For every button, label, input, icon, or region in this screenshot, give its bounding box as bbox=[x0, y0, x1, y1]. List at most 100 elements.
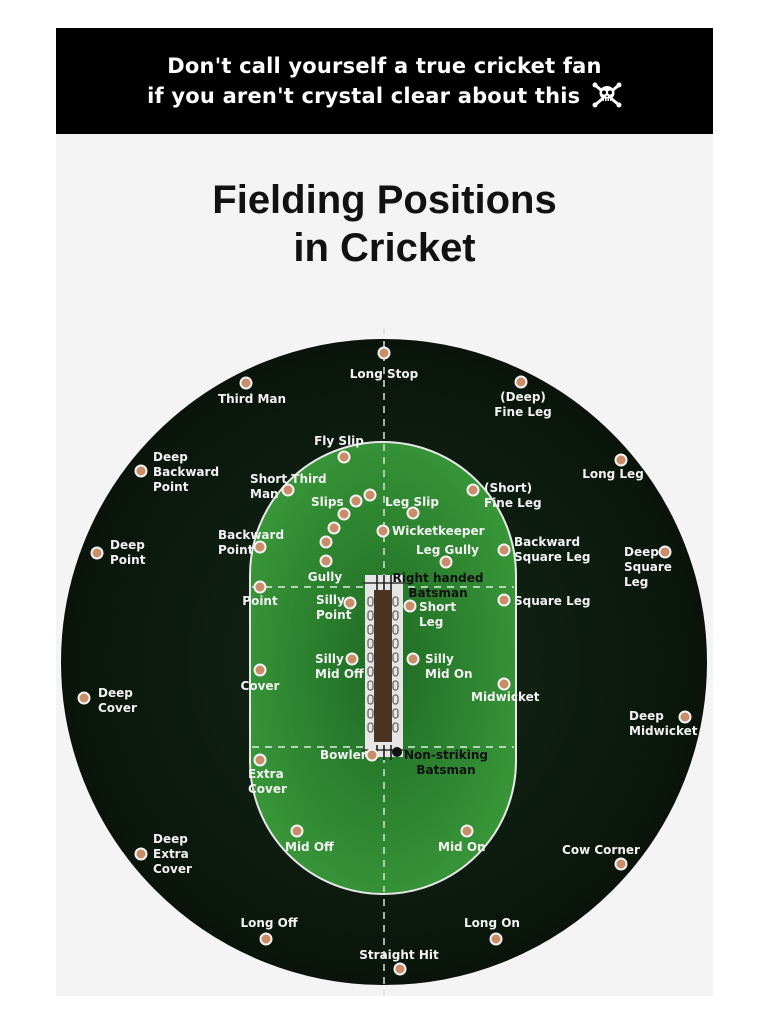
banner-line-2-text: if you aren't crystal clear about this bbox=[147, 84, 581, 108]
fielder-marker-cow-corner bbox=[614, 857, 628, 871]
fielder-marker-point bbox=[253, 580, 267, 594]
position-long-leg: Long Leg bbox=[582, 453, 644, 481]
fielder-marker-silly-mid-off bbox=[345, 652, 359, 666]
position-label-line: Point bbox=[242, 594, 278, 608]
fielder-marker-third-man bbox=[239, 376, 253, 390]
position-label-deep-fine-leg: (Deep)Fine Leg bbox=[494, 390, 552, 419]
position-label-line: Backward bbox=[153, 465, 219, 479]
non-striker-marker bbox=[392, 747, 402, 757]
position-label-line: Long Off bbox=[240, 916, 297, 930]
banner-line-2: if you aren't crystal clear about this bbox=[147, 81, 622, 111]
position-label-line: Leg bbox=[419, 615, 443, 629]
position-label-line: Point bbox=[110, 553, 146, 567]
position-label-mid-on: Mid On bbox=[438, 840, 486, 854]
position-label-line: Extra bbox=[153, 847, 189, 861]
fielder-marker-slips-2 bbox=[349, 494, 363, 508]
fielder-marker-backward-square-leg bbox=[497, 543, 511, 557]
position-label-leg-slip: Leg Slip bbox=[385, 495, 439, 509]
position-straight-hit: Straight Hit bbox=[359, 948, 439, 976]
position-square-leg: Square Leg bbox=[497, 593, 590, 608]
fielder-marker-straight-hit bbox=[393, 962, 407, 976]
position-label-line: Silly bbox=[425, 652, 454, 666]
position-label-line: Midwicket bbox=[629, 724, 698, 738]
pitch-strip bbox=[374, 590, 392, 742]
position-label-line: Leg bbox=[624, 575, 648, 589]
position-leg-gully: Leg Gully bbox=[416, 543, 479, 569]
title-line-1: Fielding Positions bbox=[212, 178, 557, 222]
position-label-straight-hit: Straight Hit bbox=[359, 948, 439, 962]
position-label-line: Straight Hit bbox=[359, 948, 439, 962]
fielder-marker-slips-5 bbox=[319, 535, 333, 549]
position-label-line: Cow Corner bbox=[562, 843, 640, 857]
fielder-marker-deep-midwicket bbox=[678, 710, 692, 724]
position-label-line: Fine Leg bbox=[494, 405, 552, 419]
position-label-line: Short Third bbox=[250, 472, 327, 486]
position-label-long-stop: Long Stop bbox=[350, 367, 419, 381]
position-label-short-fine-leg: (Short)Fine Leg bbox=[484, 481, 542, 510]
position-label-line: Long Leg bbox=[582, 467, 644, 481]
fielder-marker-deep-backward-point bbox=[134, 464, 148, 478]
fielder-marker-slips-3 bbox=[337, 507, 351, 521]
fielder-marker-bowler bbox=[365, 748, 379, 762]
position-label-fly-slip: Fly Slip bbox=[314, 434, 364, 448]
position-label-line: Silly bbox=[316, 593, 345, 607]
position-fly-slip: Fly Slip bbox=[314, 434, 364, 464]
position-label-long-leg: Long Leg bbox=[582, 467, 644, 481]
position-label-leg-gully: Leg Gully bbox=[416, 543, 479, 557]
position-label-line: Mid On bbox=[425, 667, 473, 681]
position-label-third-man: Third Man bbox=[218, 392, 286, 406]
fielder-marker-slips-4 bbox=[327, 521, 341, 535]
position-label-line: Bowler bbox=[320, 748, 367, 762]
position-label-bowler: Bowler bbox=[320, 748, 367, 762]
position-label-line: Mid Off bbox=[315, 667, 364, 681]
position-label-line: Square Leg bbox=[514, 550, 590, 564]
fielder-marker-cover bbox=[253, 663, 267, 677]
position-label-line: Backward bbox=[514, 535, 580, 549]
position-label-line: Square bbox=[624, 560, 672, 574]
position-label-mid-off: Mid Off bbox=[285, 840, 334, 854]
position-label-line: Leg Slip bbox=[385, 495, 439, 509]
position-label-point: Point bbox=[242, 594, 278, 608]
position-label-line: Long Stop bbox=[350, 367, 419, 381]
position-label-wicketkeeper: Wicketkeeper bbox=[392, 524, 485, 538]
position-label-line: Fine Leg bbox=[484, 496, 542, 510]
position-deep-fine-leg: (Deep)Fine Leg bbox=[494, 375, 552, 419]
position-leg-slip: Leg Slip bbox=[385, 495, 439, 520]
position-label-slips: Slips bbox=[311, 495, 344, 509]
pitch-markings bbox=[367, 596, 399, 733]
position-label-line: Cover bbox=[241, 679, 280, 693]
position-label-line: Extra bbox=[248, 767, 284, 781]
position-label-square-leg: Square Leg bbox=[514, 594, 590, 608]
fielder-marker-gully bbox=[319, 554, 333, 568]
position-short-fine-leg: (Short)Fine Leg bbox=[466, 481, 542, 510]
position-label-line: Point bbox=[218, 543, 254, 557]
fielder-marker-square-leg bbox=[497, 593, 511, 607]
position-label-line: Cover bbox=[248, 782, 287, 796]
position-label-line: Deep bbox=[98, 686, 133, 700]
position-long-off: Long Off bbox=[240, 916, 298, 946]
position-cover: Cover bbox=[241, 663, 280, 693]
fielder-marker-deep-point bbox=[90, 546, 104, 560]
position-label-midwicket: Midwicket bbox=[471, 690, 540, 704]
position-label-line: Gully bbox=[308, 570, 343, 584]
position-label-cow-corner: Cow Corner bbox=[562, 843, 640, 857]
position-label-long-off: Long Off bbox=[240, 916, 297, 930]
position-midwicket: Midwicket bbox=[471, 677, 540, 704]
position-label-line: (Deep) bbox=[500, 390, 546, 404]
fielder-marker-silly-mid-on bbox=[406, 652, 420, 666]
position-label-line: Silly bbox=[315, 652, 344, 666]
